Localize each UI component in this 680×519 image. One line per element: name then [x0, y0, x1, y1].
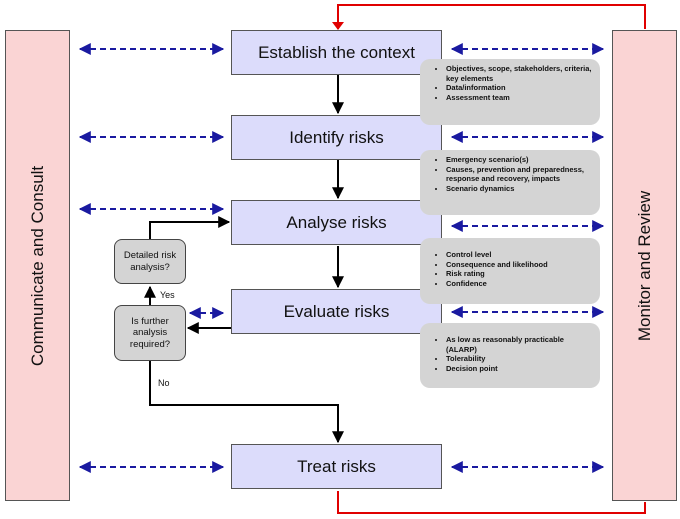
monitor-review-label: Monitor and Review	[634, 190, 654, 341]
yes-branch-label: Yes	[160, 290, 175, 300]
note-item: Confidence	[446, 279, 592, 289]
step-treat-risks: Treat risks	[231, 444, 442, 489]
note-analyse: Control level Consequence and likelihood…	[420, 238, 600, 304]
no-branch-label: No	[158, 378, 170, 388]
note-context: Objectives, scope, stakeholders, criteri…	[420, 59, 600, 125]
decision-further-analysis: Is further analysis required?	[114, 305, 186, 361]
step-establish-context: Establish the context	[231, 30, 442, 75]
no-branch-arrow	[149, 361, 344, 444]
note-item: Data/information	[446, 83, 592, 93]
note-item: Causes, prevention and preparedness, res…	[446, 165, 592, 184]
note-item: Emergency scenario(s)	[446, 155, 592, 165]
monitor-review-panel: Monitor and Review	[612, 30, 677, 501]
feedback-arrowhead	[332, 22, 344, 30]
note-item: Objectives, scope, stakeholders, criteri…	[446, 64, 592, 83]
note-evaluate: As low as reasonably practicable (ALARP)…	[420, 323, 600, 388]
communicate-consult-panel: Communicate and Consult	[5, 30, 70, 501]
feedback-loop-bottom	[337, 491, 646, 514]
step-evaluate-risks: Evaluate risks	[231, 289, 442, 334]
detailed-to-analyse-arrow	[149, 216, 231, 240]
note-item: Risk rating	[446, 269, 592, 279]
note-item: Consequence and likelihood	[446, 260, 592, 270]
note-item: As low as reasonably practicable (ALARP)	[446, 335, 592, 354]
step-identify-risks: Identify risks	[231, 115, 442, 160]
note-item: Assessment team	[446, 93, 592, 103]
note-item: Tolerability	[446, 354, 592, 364]
note-item: Decision point	[446, 364, 592, 374]
note-item: Control level	[446, 250, 592, 260]
communicate-consult-label: Communicate and Consult	[27, 165, 47, 366]
step-analyse-risks: Analyse risks	[231, 200, 442, 245]
note-item: Scenario dynamics	[446, 184, 592, 194]
feedback-loop-line	[337, 4, 646, 29]
note-identify: Emergency scenario(s) Causes, prevention…	[420, 150, 600, 215]
decision-detailed-analysis: Detailed risk analysis?	[114, 239, 186, 284]
